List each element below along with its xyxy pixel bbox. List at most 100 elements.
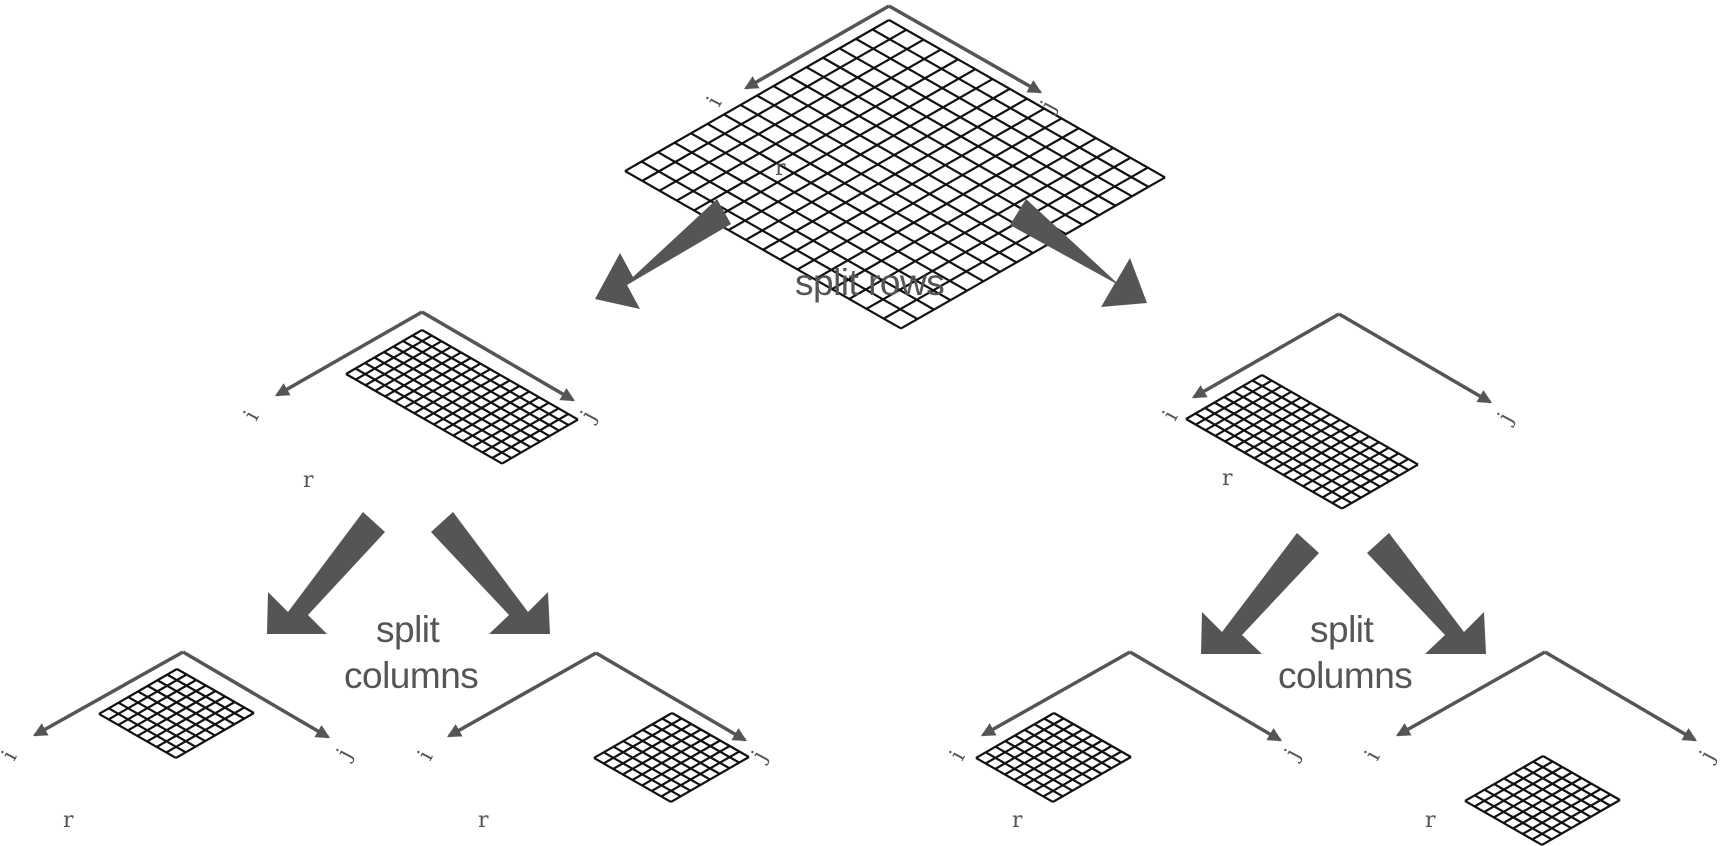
grid-line xyxy=(345,329,423,375)
level2-node-4-axis-j-label: j xyxy=(1694,747,1721,767)
grid-line xyxy=(796,117,1063,271)
level1-right-axis-i-label: i xyxy=(1158,407,1183,425)
grid-line xyxy=(108,673,188,721)
split-columns-left-label-line1: split xyxy=(376,609,441,650)
split-columns-right-label-line1: split xyxy=(1310,609,1375,650)
grid-line xyxy=(1023,739,1103,787)
grid-line xyxy=(1531,793,1611,841)
root-matrix-grid xyxy=(624,19,1166,330)
level1-right-axis-j-label: j xyxy=(1492,409,1519,429)
grid-line xyxy=(481,407,560,454)
grid-line xyxy=(985,717,1065,765)
level1-left-axis-i-label: i xyxy=(239,407,264,425)
grid-line xyxy=(762,97,1028,251)
grid-line xyxy=(1483,766,1563,813)
grid-line xyxy=(831,137,1097,291)
grid-line xyxy=(374,345,452,392)
level2-node-3-axis-j-label: j xyxy=(1279,745,1306,765)
grid-line xyxy=(1331,458,1409,504)
grid-line xyxy=(900,176,1166,330)
grid-line xyxy=(670,756,750,803)
split-rows-arrow-left xyxy=(595,199,731,309)
level2-node-1-axes xyxy=(32,650,331,739)
split-rows-arrows xyxy=(595,199,1147,309)
level2-node-2-matrix-grid xyxy=(593,712,750,803)
grid-line xyxy=(462,396,540,443)
grid-line xyxy=(364,340,443,387)
level1-right-matrix-grid xyxy=(1185,374,1419,510)
grid-line xyxy=(1541,799,1621,846)
grid-line xyxy=(176,668,255,714)
split-rows-arrow-right xyxy=(1010,199,1147,307)
grid-line xyxy=(631,734,712,781)
level2-node-4-matrix-grid xyxy=(1464,755,1621,846)
grid-line xyxy=(660,750,740,798)
level1-right-axes xyxy=(1191,312,1493,404)
grid-line xyxy=(1302,441,1380,488)
root-axis-r-label: r xyxy=(775,156,786,181)
level2-node-4-axis-r-label: r xyxy=(1425,808,1436,833)
level2-node-2: i j r xyxy=(413,651,773,833)
grid-line xyxy=(603,717,683,765)
grid-line xyxy=(975,712,1055,759)
grid-line xyxy=(1234,402,1312,448)
level2-node-2-axis-i-label: i xyxy=(413,747,438,765)
level2-node-3-axis-r-label: r xyxy=(1012,808,1023,833)
grid-line xyxy=(1204,385,1283,432)
grid-line xyxy=(117,679,197,726)
level1-right-node: i j r xyxy=(1158,312,1519,510)
grid-line xyxy=(384,351,462,398)
grid-line xyxy=(1253,413,1331,460)
grid-line xyxy=(1185,374,1263,420)
grid-line xyxy=(1512,782,1592,830)
grid-line xyxy=(1243,407,1322,454)
grid-line xyxy=(641,28,907,182)
grid-line xyxy=(848,146,1114,300)
grid-line xyxy=(814,127,1080,281)
grid-line xyxy=(1321,452,1400,499)
grid-line xyxy=(1273,424,1351,471)
level2-node-2-axis-r-label: r xyxy=(478,808,489,833)
grid-line xyxy=(355,334,433,381)
grid-line xyxy=(165,706,245,754)
grid-line xyxy=(779,107,1045,261)
grid-line xyxy=(676,48,942,202)
split-columns-left-arrow-b xyxy=(431,512,550,634)
grid-line xyxy=(1502,777,1583,824)
grid-line xyxy=(651,745,731,792)
grid-line xyxy=(156,701,236,748)
grid-line xyxy=(127,684,207,732)
grid-line xyxy=(1464,755,1544,802)
grid-line xyxy=(442,385,521,431)
grid-line xyxy=(501,418,579,465)
level2-node-1-axis-j-label: j xyxy=(331,745,358,765)
grid-line xyxy=(491,413,569,459)
level2-node-4-axes xyxy=(1395,650,1698,742)
level1-left-axis-r-label: r xyxy=(303,468,314,493)
split-columns-right-arrows xyxy=(1201,533,1486,654)
root-axis-i-label: i xyxy=(702,93,727,111)
split-columns-right-arrow-b xyxy=(1367,533,1486,654)
grid-line xyxy=(1013,734,1094,781)
grid-line xyxy=(1195,379,1273,426)
grid-line xyxy=(865,156,1132,310)
level2-node-3-axes xyxy=(980,650,1283,742)
level2-node-1-matrix-grid xyxy=(98,668,255,759)
level2-node-1: i j r xyxy=(0,650,358,833)
grid-line xyxy=(413,368,491,415)
split-columns-right-arrow-a xyxy=(1201,533,1319,654)
level2-node-3: i j r xyxy=(945,650,1306,833)
grid-line xyxy=(1292,435,1370,482)
grid-line xyxy=(727,78,994,232)
grid-line xyxy=(1042,750,1122,798)
grid-line xyxy=(1312,446,1390,493)
split-rows-label: split rows xyxy=(795,262,944,303)
grid-line xyxy=(710,68,976,222)
grid-line xyxy=(883,166,1149,320)
level2-node-3-matrix-grid xyxy=(975,712,1132,803)
grid-line xyxy=(146,695,226,743)
grid-line xyxy=(1214,390,1292,437)
grid-line xyxy=(1341,463,1419,510)
grid-line xyxy=(994,723,1074,770)
